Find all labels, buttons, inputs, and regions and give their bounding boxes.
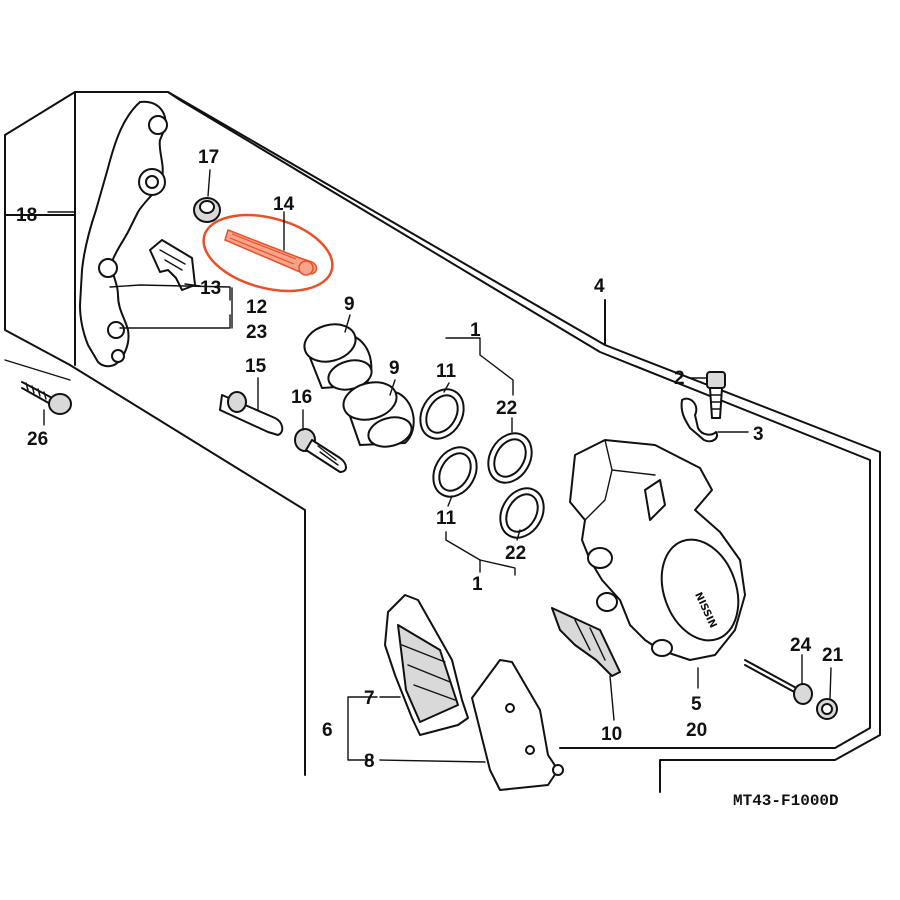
callout-20: 20 bbox=[686, 720, 707, 741]
nut-17 bbox=[193, 197, 221, 223]
brake-pad-7 bbox=[384, 594, 469, 736]
leader-lines bbox=[43, 169, 832, 763]
callout-12: 12 bbox=[246, 297, 267, 318]
pad-spring-clip bbox=[149, 239, 196, 291]
callout-labels: 17 14 18 13 12 23 9 9 1 11 22 11 22 1 4 … bbox=[16, 147, 844, 772]
nut-21 bbox=[816, 698, 838, 720]
highlighted-pin-14 bbox=[202, 213, 334, 293]
callout-7: 7 bbox=[364, 688, 375, 709]
callout-2: 2 bbox=[674, 368, 685, 389]
seal-22-upper bbox=[487, 432, 533, 484]
callout-23: 23 bbox=[246, 322, 267, 343]
caliper-body: NISSIN bbox=[569, 439, 746, 661]
callout-1-upper: 1 bbox=[470, 320, 481, 341]
callout-8: 8 bbox=[364, 751, 375, 772]
brake-pad-8 bbox=[471, 659, 564, 791]
callout-22-lower: 22 bbox=[505, 543, 526, 564]
bleeder-cap bbox=[680, 397, 718, 443]
bleeder-screw bbox=[706, 371, 726, 419]
pad-retainer-10 bbox=[551, 607, 621, 677]
callout-18: 18 bbox=[16, 205, 37, 226]
callout-4: 4 bbox=[594, 276, 605, 297]
callout-14: 14 bbox=[273, 194, 295, 215]
callout-21: 21 bbox=[822, 645, 844, 666]
callout-1-lower: 1 bbox=[472, 574, 483, 595]
assembly-outline bbox=[4, 91, 881, 793]
callout-9-lower: 9 bbox=[389, 358, 400, 379]
caliper-bracket bbox=[79, 100, 168, 368]
callout-11-upper: 11 bbox=[436, 361, 457, 382]
piston-9-upper bbox=[303, 323, 373, 391]
callout-11-lower: 11 bbox=[436, 508, 457, 529]
pin-24 bbox=[744, 659, 813, 705]
callout-22-upper: 22 bbox=[496, 398, 517, 419]
callout-17: 17 bbox=[198, 147, 219, 168]
piston-9-lower bbox=[342, 381, 415, 448]
callout-16: 16 bbox=[291, 387, 312, 408]
diagram-reference-code: MT43-F1000D bbox=[733, 792, 839, 810]
bolt-16 bbox=[294, 428, 347, 473]
seal-11-lower bbox=[432, 446, 478, 498]
callout-9-upper: 9 bbox=[344, 294, 355, 315]
bolt-26 bbox=[21, 381, 72, 415]
pin-bolt-15 bbox=[219, 391, 284, 436]
callout-10: 10 bbox=[601, 724, 622, 745]
callout-6: 6 bbox=[322, 720, 333, 741]
callout-3: 3 bbox=[753, 424, 764, 445]
seal-22-lower bbox=[499, 487, 545, 539]
callout-13: 13 bbox=[200, 278, 221, 299]
callout-24: 24 bbox=[790, 635, 812, 656]
callout-26: 26 bbox=[27, 429, 48, 450]
callout-15: 15 bbox=[245, 356, 267, 377]
callout-5: 5 bbox=[691, 694, 702, 715]
seal-11-upper bbox=[419, 388, 465, 440]
